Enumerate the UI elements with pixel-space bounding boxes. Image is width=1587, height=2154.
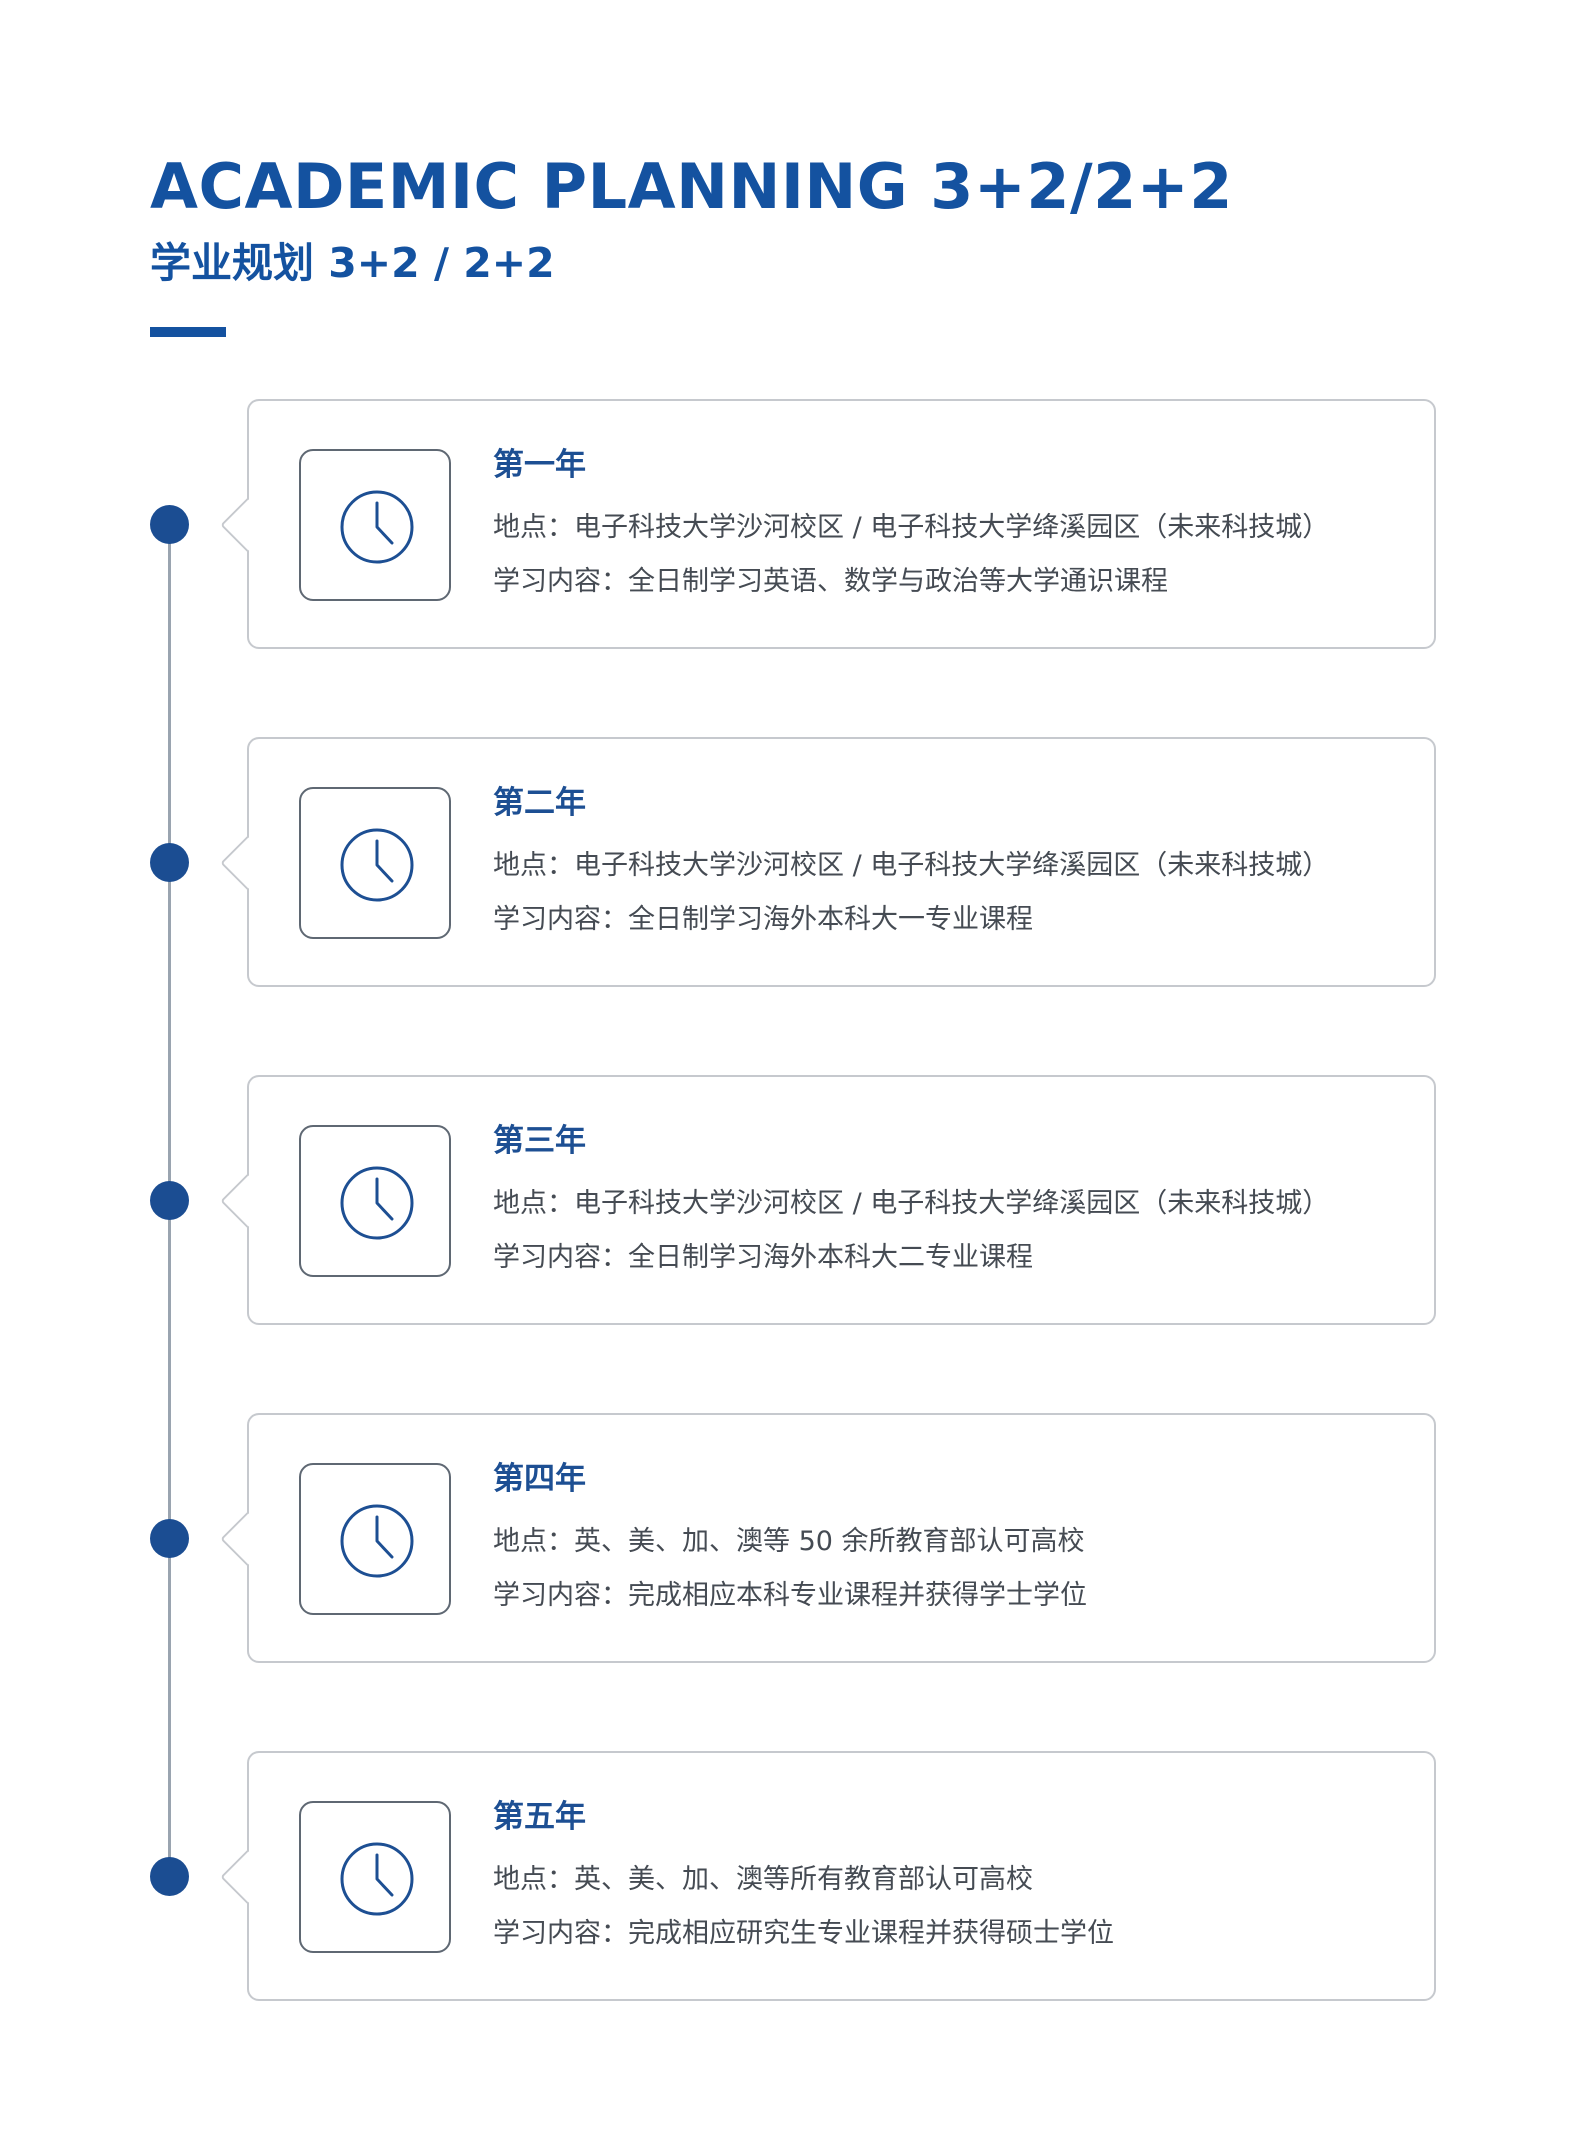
clock-icon (340, 1166, 414, 1240)
card-location: 地点：英、美、加、澳等所有教育部认可高校 (493, 1864, 1033, 1895)
card-pointer (220, 1512, 274, 1566)
clock-icon (340, 490, 414, 564)
icon-frame (299, 1463, 451, 1615)
card-year-title: 第五年 (493, 1799, 586, 1835)
card-pointer (220, 1174, 274, 1228)
card-content: 学习内容：完成相应本科专业课程并获得学士学位 (493, 1580, 1087, 1611)
icon-frame (299, 449, 451, 601)
timeline-dot-year-1 (150, 505, 189, 544)
card-year-title: 第三年 (493, 1123, 586, 1159)
timeline-card-year-3: 第三年 地点：电子科技大学沙河校区 / 电子科技大学绛溪园区（未来科技城） 学习… (220, 1075, 1436, 1325)
timeline-card-year-4: 第四年 地点：英、美、加、澳等 50 余所教育部认可高校 学习内容：完成相应本科… (220, 1413, 1436, 1663)
timeline-dot-year-5 (150, 1857, 189, 1896)
timeline-card-year-1: 第一年 地点：电子科技大学沙河校区 / 电子科技大学绛溪园区（未来科技城） 学习… (220, 399, 1436, 649)
card-location: 地点：英、美、加、澳等 50 余所教育部认可高校 (493, 1526, 1085, 1557)
card-location: 地点：电子科技大学沙河校区 / 电子科技大学绛溪园区（未来科技城） (493, 1188, 1330, 1219)
title-underline-bar (150, 327, 226, 337)
card-year-title: 第四年 (493, 1461, 586, 1497)
card-location: 地点：电子科技大学沙河校区 / 电子科技大学绛溪园区（未来科技城） (493, 850, 1330, 881)
timeline-dot-year-3 (150, 1181, 189, 1220)
timeline-dot-year-2 (150, 843, 189, 882)
card-content: 学习内容：全日制学习英语、数学与政治等大学通识课程 (493, 566, 1168, 597)
card-location: 地点：电子科技大学沙河校区 / 电子科技大学绛溪园区（未来科技城） (493, 512, 1330, 543)
clock-icon (340, 828, 414, 902)
card-pointer (220, 836, 274, 890)
page-title-en: ACADEMIC PLANNING 3+2/2+2 (150, 150, 1233, 223)
timeline-dot-year-4 (150, 1519, 189, 1558)
clock-icon (340, 1842, 414, 1916)
card-year-title: 第二年 (493, 785, 586, 821)
clock-icon (340, 1504, 414, 1578)
card-year-title: 第一年 (493, 447, 586, 483)
icon-frame (299, 787, 451, 939)
timeline-card-year-5: 第五年 地点：英、美、加、澳等所有教育部认可高校 学习内容：完成相应研究生专业课… (220, 1751, 1436, 2001)
icon-frame (299, 1125, 451, 1277)
card-content: 学习内容：完成相应研究生专业课程并获得硕士学位 (493, 1918, 1114, 1949)
card-pointer (220, 498, 274, 552)
card-content: 学习内容：全日制学习海外本科大二专业课程 (493, 1242, 1033, 1273)
icon-frame (299, 1801, 451, 1953)
card-content: 学习内容：全日制学习海外本科大一专业课程 (493, 904, 1033, 935)
page-title-cn: 学业规划 3+2 / 2+2 (150, 239, 555, 287)
timeline-card-year-2: 第二年 地点：电子科技大学沙河校区 / 电子科技大学绛溪园区（未来科技城） 学习… (220, 737, 1436, 987)
card-pointer (220, 1850, 274, 1904)
